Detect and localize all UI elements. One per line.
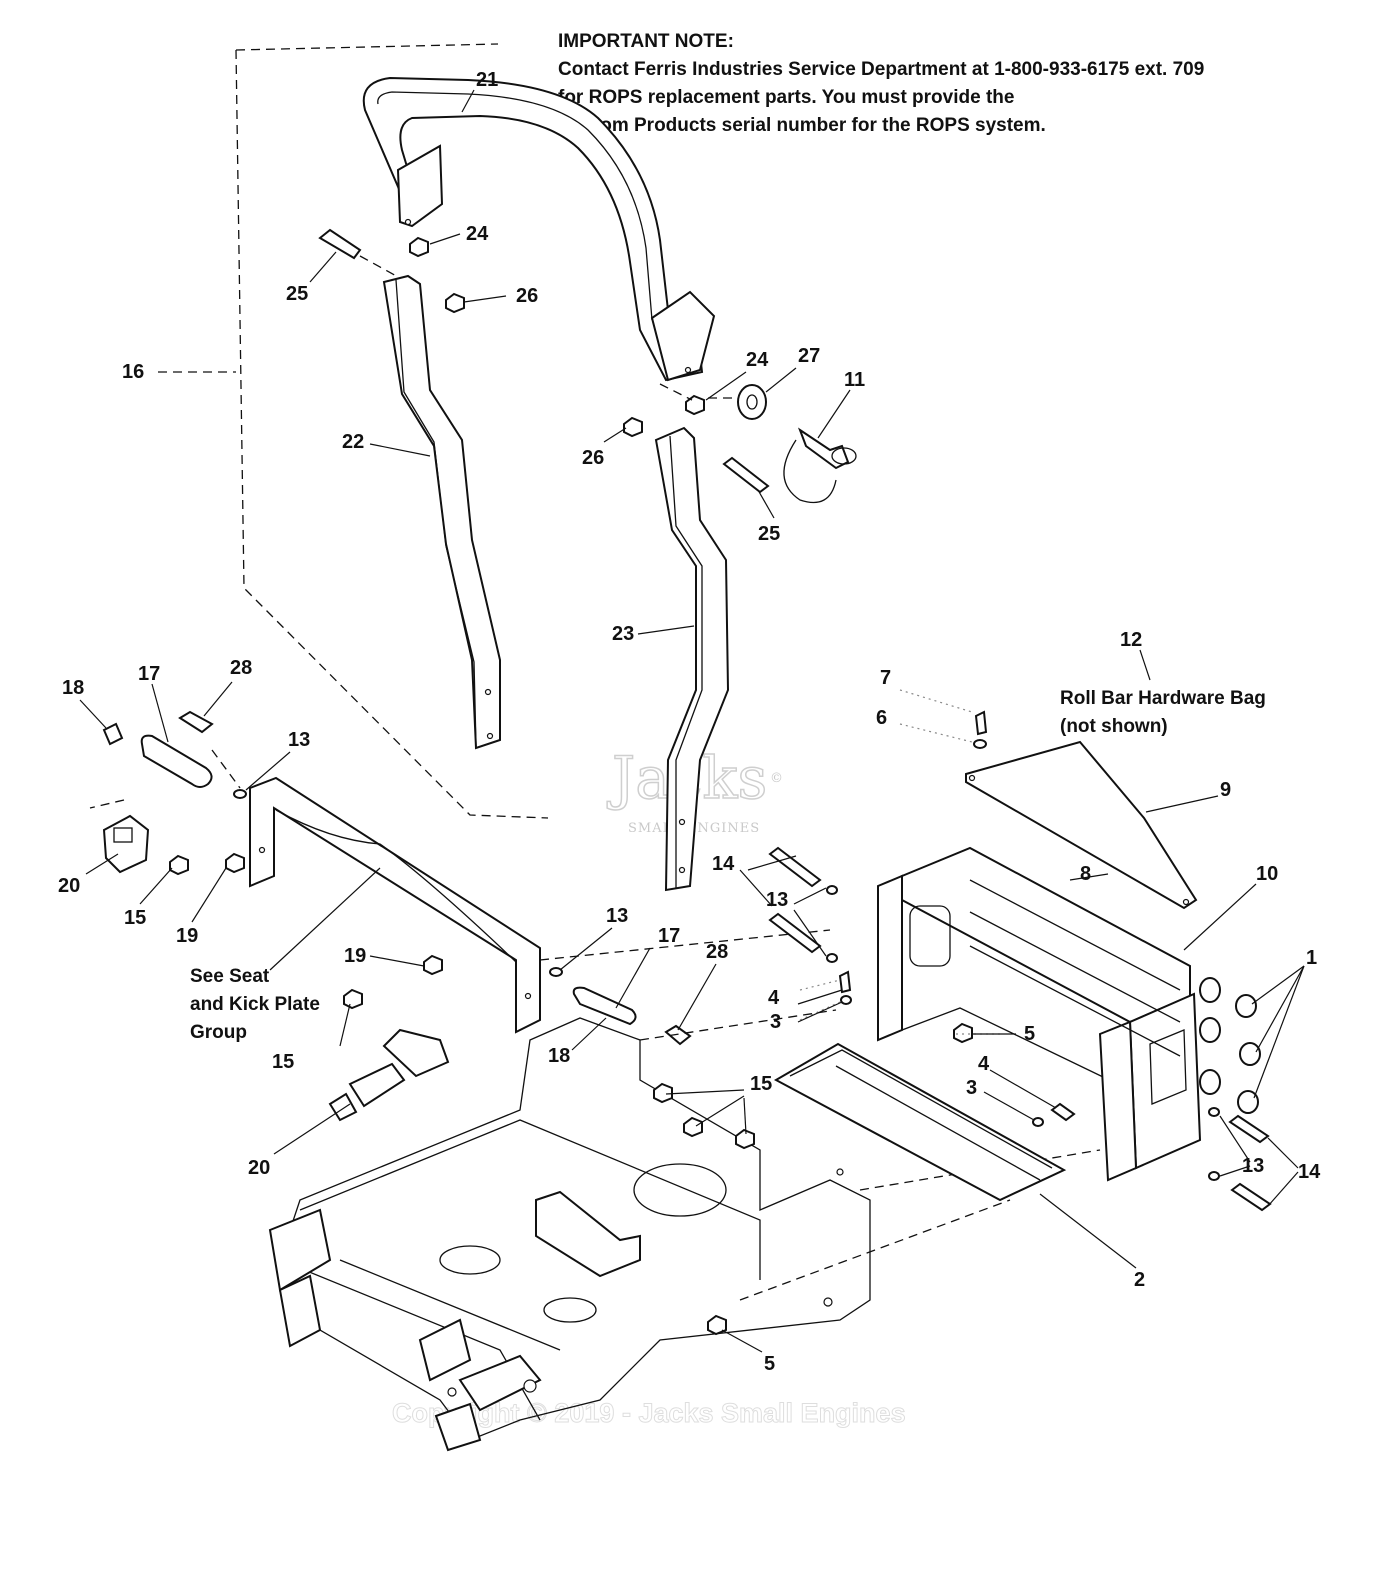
callout-4-right: 4 [978, 1053, 990, 1075]
callout-27: 27 [798, 345, 820, 367]
callout-1: 1 [1306, 947, 1317, 969]
top-cover-plate [965, 740, 1198, 910]
callout-6: 6 [876, 707, 887, 729]
callout-24-right: 24 [746, 349, 769, 371]
callout-13-left: 13 [288, 729, 310, 751]
lower-pan [773, 1042, 1067, 1202]
callout-3-right: 3 [966, 1077, 977, 1099]
note-heading: IMPORTANT NOTE: [558, 31, 734, 52]
callout-11: 11 [844, 369, 865, 391]
callout-labels: 21 24 25 26 16 24 27 11 22 26 25 23 12 7… [58, 69, 1321, 1375]
rops-group-outline [235, 43, 499, 51]
right-upright [654, 426, 730, 892]
callout-16: 16 [122, 361, 144, 383]
callout-15-left: 15 [124, 907, 146, 929]
callout-26-right: 26 [582, 447, 604, 469]
right-seat-hardware [343, 954, 692, 1046]
important-note: IMPORTANT NOTE: Contact Ferris Industrie… [558, 28, 1204, 140]
callout-14-right: 14 [1298, 1161, 1321, 1183]
left-seat-hardware [89, 710, 247, 876]
callout-19-right: 19 [344, 945, 366, 967]
callout-18-left: 18 [62, 677, 84, 699]
seat-group-caption-3: Group [190, 1022, 247, 1043]
callout-19-left: 19 [176, 925, 198, 947]
rops-group-outline-left [235, 49, 549, 819]
callout-21: 21 [476, 69, 498, 91]
callout-24-top: 24 [466, 223, 489, 245]
upper-hardware [318, 228, 857, 504]
callout-13-right: 13 [606, 905, 628, 927]
callout-5-top: 5 [1024, 1023, 1035, 1045]
leader-lines [79, 89, 1305, 1353]
callout-15-frame: 15 [750, 1073, 772, 1095]
note-line-3: Custom Products serial number for the RO… [558, 115, 1046, 136]
callout-3-left: 3 [770, 1011, 781, 1033]
callout-13-mid: 13 [766, 889, 788, 911]
hardware-bag-caption-1: Roll Bar Hardware Bag [1060, 688, 1266, 709]
callout-5-lower: 5 [764, 1353, 775, 1375]
seat-group-caption-1: See Seat [190, 966, 270, 987]
callout-12: 12 [1120, 629, 1142, 651]
left-upright [382, 274, 501, 750]
callout-25-left: 25 [286, 283, 308, 305]
callout-22: 22 [342, 431, 364, 453]
callout-4-left: 4 [768, 987, 780, 1009]
mower-frame [268, 929, 1101, 1452]
note-line-1: Contact Ferris Industries Service Depart… [558, 59, 1205, 80]
callout-20-lower: 20 [248, 1157, 270, 1179]
callout-18-right: 18 [548, 1045, 570, 1067]
note-line-2: for ROPS replacement parts. You must pro… [558, 87, 1015, 108]
callout-8: 8 [1080, 863, 1091, 885]
callout-9: 9 [1220, 779, 1231, 801]
callout-20-left: 20 [58, 875, 80, 897]
upper-roll-bar [362, 76, 716, 382]
seat-group-caption-2: and Kick Plate [190, 994, 320, 1015]
callout-23: 23 [612, 623, 634, 645]
seat-belt [328, 1028, 450, 1122]
captions: Roll Bar Hardware Bag (not shown) See Se… [190, 688, 1266, 1043]
callout-25-right: 25 [758, 523, 780, 545]
callout-17-right: 17 [658, 925, 680, 947]
callout-28-right: 28 [706, 941, 728, 963]
seat-kick-bracket [249, 776, 541, 1034]
callout-28-left: 28 [230, 657, 252, 679]
callout-2: 2 [1134, 1269, 1145, 1291]
right-fasteners [768, 689, 1272, 1212]
watermark-registered: © [770, 771, 784, 786]
hardware-bag-caption-2: (not shown) [1060, 716, 1168, 737]
callout-13-lower: 13 [1242, 1155, 1264, 1177]
callout-10: 10 [1256, 863, 1278, 885]
callout-15-mid: 15 [272, 1051, 294, 1073]
callout-26-left: 26 [516, 285, 538, 307]
callout-7: 7 [880, 667, 891, 689]
callout-14-left: 14 [712, 853, 735, 875]
callout-17-left: 17 [138, 663, 160, 685]
rops-mount-frame [877, 846, 1221, 1182]
